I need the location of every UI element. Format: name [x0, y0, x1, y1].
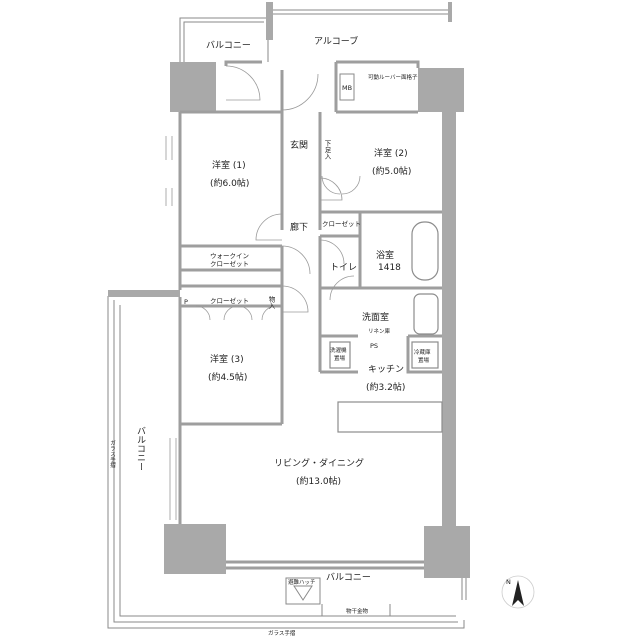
closet3-label: クローゼット — [210, 296, 249, 305]
storage-label: 物入 — [267, 295, 275, 310]
washer-label-1: 洗濯機 — [330, 346, 347, 354]
room1-label: 洋室 (1) — [212, 159, 246, 171]
north-label: N — [506, 578, 511, 586]
alcove-label: アルコーブ — [314, 35, 358, 47]
linen-label: リネン庫 — [368, 327, 391, 335]
fridge-label-1: 冷蔵庫 — [414, 348, 431, 356]
glass-rail-side-label: ガラス手摺 — [109, 440, 116, 469]
room3-size: (約4.5帖) — [208, 371, 247, 383]
louver-label: 可動ルーバー面格子 — [368, 73, 418, 81]
balcony-top-label: バルコニー — [206, 40, 251, 51]
walkin-label-1: ウォークイン — [210, 252, 249, 260]
bath-label: 浴室 — [376, 249, 394, 261]
corridor-label: 廊下 — [290, 221, 308, 233]
p-mark: P — [184, 298, 188, 306]
north-arrow: N — [501, 575, 535, 609]
doors — [165, 65, 355, 520]
hatch-label: 避難ハッチ — [288, 578, 316, 586]
outer-railings — [107, 9, 467, 629]
walkin-label-2: クローゼット — [210, 259, 249, 268]
fridge-label-2: 置場 — [418, 356, 430, 364]
room2-label: 洋室 (2) — [374, 147, 408, 159]
kitchen-label: キッチン — [368, 364, 404, 375]
balcony-bottom-label: バルコニー — [326, 572, 371, 583]
bath-size: 1418 — [378, 263, 401, 273]
washer-label-2: 置場 — [334, 354, 346, 362]
fixtures — [195, 73, 443, 616]
room1-size: (約6.0帖) — [210, 177, 249, 189]
closet-small-label: クローゼット — [322, 219, 361, 228]
kitchen-size: (約3.2帖) — [366, 381, 405, 393]
ldk-label: リビング・ダイニング — [274, 457, 364, 469]
ps-label: PS — [370, 342, 378, 350]
room3-label: 洋室 (3) — [210, 353, 244, 365]
room2-size: (約5.0帖) — [372, 165, 411, 177]
glass-rail-bottom-label: ガラス手摺 — [268, 629, 296, 637]
washroom-label: 洗面室 — [362, 311, 389, 323]
ldk-size: (約13.0帖) — [296, 475, 341, 487]
laundry-hanger-label: 物干金物 — [346, 607, 369, 615]
balcony-side-label: バルコニー — [135, 426, 146, 471]
north-arrow-icon — [512, 580, 524, 606]
room-labels: バルコニー アルコーブ 可動ルーバー面格子 MB 玄関 下足入 洋室 (1) (… — [109, 35, 431, 637]
mb-label: MB — [342, 84, 352, 92]
structural-walls — [108, 2, 470, 578]
entrance-label: 玄関 — [290, 139, 308, 151]
interior-walls — [178, 60, 442, 570]
shoe-box-label: 下足入 — [323, 140, 331, 160]
toilet-label: トイレ — [330, 263, 357, 273]
